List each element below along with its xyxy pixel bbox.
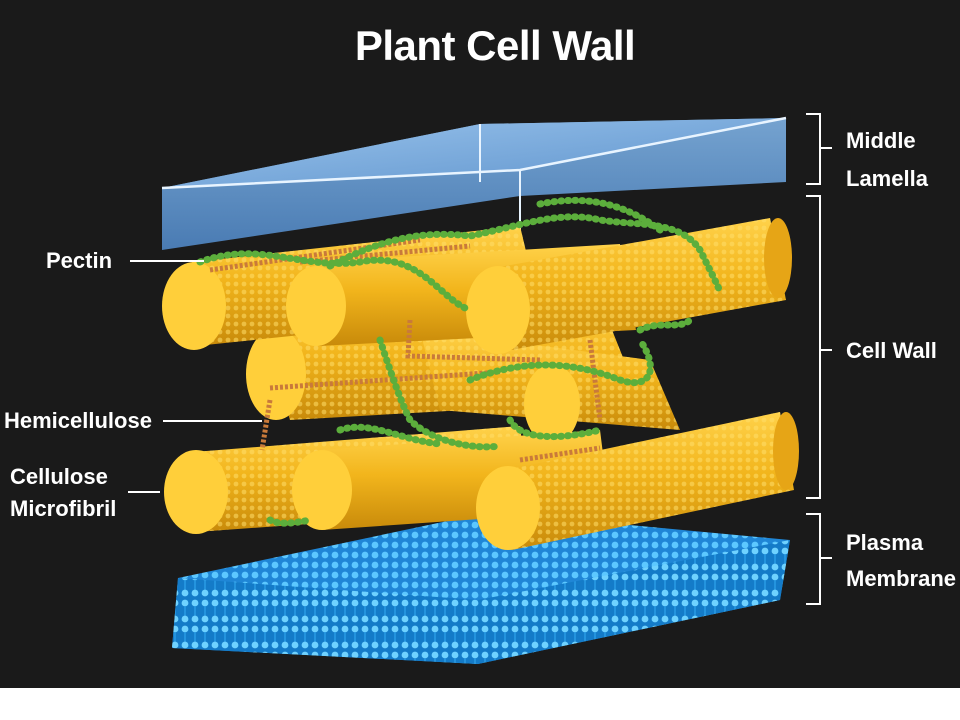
plant-cell-wall-illustration — [128, 113, 832, 664]
cellulose-end-cap — [524, 364, 580, 444]
page-title: Plant Cell Wall — [354, 22, 636, 69]
cellulose-microfibril-top — [162, 218, 792, 354]
cell-wall-label: Cell Wall — [846, 338, 937, 363]
plasma-membrane-label-line2: Membrane — [846, 566, 957, 591]
middle-lamella-label-line1: Middle — [846, 128, 916, 153]
diagram-canvas: Plant Cell Wall Pectin Hemicellulose Cel… — [0, 0, 960, 688]
cellulose-label-line1: Cellulose — [10, 464, 108, 489]
plasma-membrane-label-line1: Plasma — [846, 530, 924, 555]
leader-lines — [128, 260, 262, 493]
middle-lamella-label-line2: Lamella — [846, 166, 928, 191]
pectin-label: Pectin — [46, 248, 113, 273]
pectin-chains — [196, 196, 724, 527]
plasma-membrane-shape — [172, 512, 790, 664]
hemicellulose-chains — [209, 237, 603, 463]
brackets — [806, 113, 832, 605]
hemicellulose-label: Hemicellulose — [4, 408, 152, 433]
cellulose-label-line2: Microfibril — [10, 496, 117, 521]
middle-lamella-shape — [161, 116, 787, 250]
cellulose-microfibril-bottom — [164, 412, 799, 550]
